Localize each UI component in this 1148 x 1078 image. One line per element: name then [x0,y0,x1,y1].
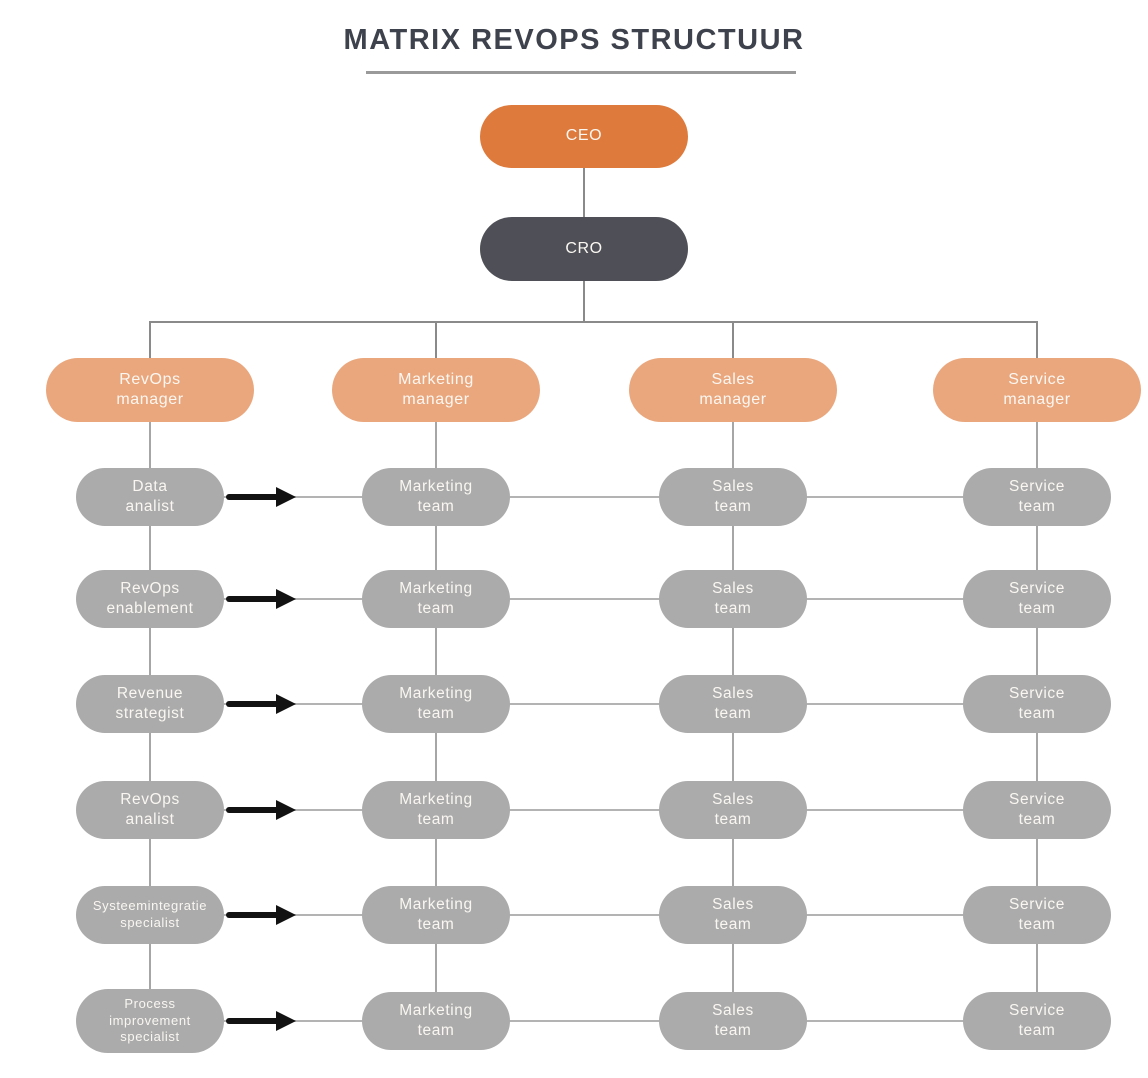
title-underline [366,71,796,74]
row-line-1 [224,496,1038,498]
row-line-5 [224,914,1038,916]
node-marketing-team-3: Marketing team [362,675,510,733]
connector-cro-bus [583,281,585,322]
node-sales-team-4: Sales team [659,781,807,839]
node-service-manager: Service manager [933,358,1141,422]
node-service-team-2: Service team [963,570,1111,628]
connector-drop-sales [732,322,734,358]
node-sales-team-5: Sales team [659,886,807,944]
node-marketing-team-5: Marketing team [362,886,510,944]
node-revenue-strategist: Revenue strategist [76,675,224,733]
page-title: MATRIX REVOPS STRUCTUUR [343,24,805,56]
connector-bus [149,321,1038,323]
matrix-arrow-shaft-1 [226,494,280,500]
node-sales-manager: Sales manager [629,358,837,422]
node-process-improvement-specialist: Process improvement specialist [76,989,224,1053]
row-line-4 [224,809,1038,811]
matrix-arrow-head-2 [276,589,296,609]
row-line-2 [224,598,1038,600]
node-service-team-5: Service team [963,886,1111,944]
node-service-team-3: Service team [963,675,1111,733]
matrix-arrow-head-4 [276,800,296,820]
node-marketing-team-4: Marketing team [362,781,510,839]
node-revops-enablement: RevOps enablement [76,570,224,628]
node-cro: CRO [480,217,688,281]
matrix-arrow-shaft-5 [226,912,280,918]
node-sales-team-6: Sales team [659,992,807,1050]
connector-drop-service [1036,322,1038,358]
node-service-team-4: Service team [963,781,1111,839]
node-systeemintegratie-specialist: Systeemintegratie specialist [76,886,224,944]
node-data-analist: Data analist [76,468,224,526]
node-revops-manager: RevOps manager [46,358,254,422]
node-marketing-team-6: Marketing team [362,992,510,1050]
node-sales-team-2: Sales team [659,570,807,628]
connector-ceo-cro [583,168,585,217]
matrix-arrow-shaft-3 [226,701,280,707]
node-ceo: CEO [480,105,688,168]
node-service-team-6: Service team [963,992,1111,1050]
matrix-arrow-shaft-4 [226,807,280,813]
matrix-arrow-head-6 [276,1011,296,1031]
node-revops-analist: RevOps analist [76,781,224,839]
matrix-arrow-head-1 [276,487,296,507]
connector-drop-revops [149,322,151,358]
node-marketing-team-1: Marketing team [362,468,510,526]
row-line-3 [224,703,1038,705]
node-sales-team-1: Sales team [659,468,807,526]
node-marketing-team-2: Marketing team [362,570,510,628]
matrix-arrow-shaft-6 [226,1018,280,1024]
connector-drop-marketing [435,322,437,358]
node-service-team-1: Service team [963,468,1111,526]
node-marketing-manager: Marketing manager [332,358,540,422]
row-line-6 [224,1020,1038,1022]
matrix-arrow-head-3 [276,694,296,714]
matrix-arrow-shaft-2 [226,596,280,602]
node-sales-team-3: Sales team [659,675,807,733]
matrix-arrow-head-5 [276,905,296,925]
